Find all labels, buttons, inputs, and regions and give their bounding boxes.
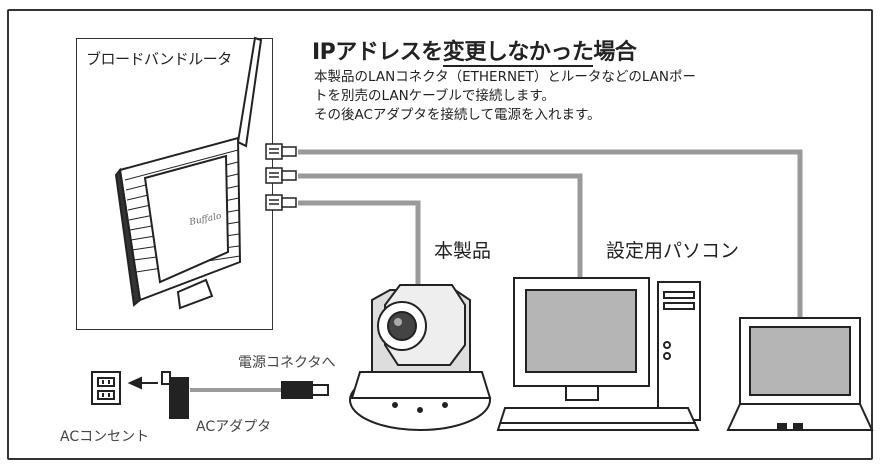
ac-outlet-icon: [91, 371, 121, 405]
router-icon: [114, 36, 263, 310]
title-emphasis: 変更しなかった: [442, 40, 594, 67]
cable-to-pc: [298, 173, 583, 280]
pc-screen: [525, 289, 637, 373]
description-line: その後ACアダプタを接続して電源を入れます。: [314, 107, 601, 123]
ac-adapter-plug: [161, 371, 171, 385]
ac-adapter-body: [169, 377, 189, 419]
laptop-screen: [749, 326, 851, 396]
title-prefix: IPアドレスを: [312, 40, 443, 65]
router-label: ブロードバンドルータ: [86, 50, 232, 68]
pc-keyboard: [496, 407, 700, 431]
router-face: [143, 154, 230, 284]
power-connector-label: 電源コネクタへ: [238, 355, 336, 371]
cable-to-camera: [298, 200, 421, 285]
diagram-title: IPアドレスを変更しなかった場合: [312, 34, 637, 67]
dc-plug: [281, 381, 313, 399]
diagram-frame: [7, 9, 873, 460]
arrow-left-icon: [127, 376, 158, 390]
lan-cables: [190, 149, 803, 392]
pc-tower: [657, 281, 701, 421]
camera-base-top: [350, 371, 492, 399]
desktop-pc-icon: [496, 277, 701, 431]
dc-plug-tip: [311, 384, 329, 396]
ac-outlet-label: ACコンセント: [60, 429, 150, 445]
lan-port-3: [265, 194, 297, 211]
pc-label: 設定用パソコン: [606, 240, 740, 262]
laptop-base: [726, 403, 874, 431]
lan-port-1: [265, 143, 297, 160]
lan-port-2: [265, 167, 297, 184]
lan-ports: [265, 143, 297, 211]
description-line: トを別売のLANケーブルで接続します。: [314, 88, 556, 104]
description: 本製品のLANコネクタ（ETHERNET）とルータなどのLANポー トを別売のL…: [314, 68, 696, 125]
camera-icon: [349, 284, 492, 431]
router-side: [114, 167, 142, 307]
ac-adapter-icon: [161, 371, 329, 419]
router-stand: [176, 278, 214, 310]
camera-lens: [387, 311, 417, 341]
router-antenna: [236, 36, 263, 148]
description-line: 本製品のLANコネクタ（ETHERNET）とルータなどのLANポー: [314, 69, 697, 85]
laptop-icon: [726, 317, 874, 431]
ac-adapter-label: ACアダプタ: [196, 419, 272, 435]
cable-to-laptop: [298, 149, 803, 318]
camera-label: 本製品: [434, 240, 492, 262]
title-suffix: 場合: [593, 40, 637, 65]
